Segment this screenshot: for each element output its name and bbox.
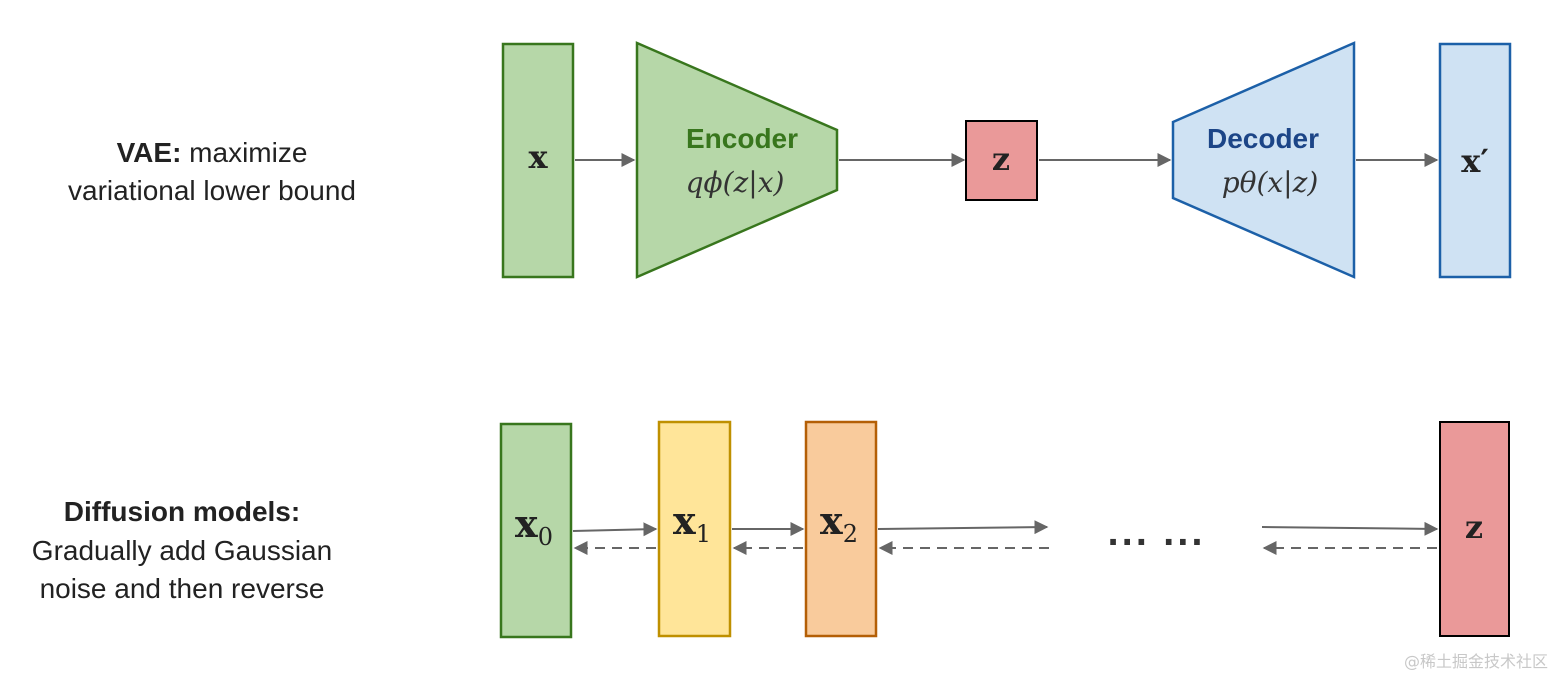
diffusion-x2-box bbox=[804, 420, 878, 638]
x1-sub: 1 bbox=[696, 520, 711, 548]
encoder-shape bbox=[635, 41, 839, 279]
diffusion-ellipsis: ... ... bbox=[1107, 515, 1205, 553]
x1-base: x bbox=[673, 498, 696, 543]
vae-label-line2: variational lower bound bbox=[68, 175, 356, 206]
vae-label-bold: VAE: bbox=[117, 137, 182, 168]
arrow-ellipsis-z bbox=[1261, 521, 1439, 536]
decoder-formula: pθ(x|z) bbox=[1222, 166, 1319, 199]
decoder-shape bbox=[1171, 41, 1356, 279]
watermark: @稀土掘金技术社区 bbox=[1403, 652, 1548, 671]
vae-input-box bbox=[501, 42, 575, 279]
x2-base: x bbox=[820, 498, 843, 543]
x0-sub: 0 bbox=[538, 523, 553, 551]
encoder-formula: qϕ(z|x) bbox=[686, 166, 785, 199]
vae-output-box bbox=[1438, 42, 1512, 279]
diffusion-x1-box bbox=[657, 420, 732, 638]
decoder-title: Decoder bbox=[1207, 123, 1319, 154]
diffusion-x1-label: x1 bbox=[673, 498, 711, 548]
vae-label-rest: maximize bbox=[181, 137, 307, 168]
diffusion-label-line2: Gradually add Gaussian bbox=[32, 535, 332, 566]
diffusion-latent-box bbox=[1439, 421, 1510, 637]
vae-input-label: x bbox=[528, 138, 548, 176]
diffusion-label-bold: Diffusion models: bbox=[64, 496, 300, 527]
vae-latent-label: z bbox=[992, 140, 1010, 178]
arrow-x0-x1 bbox=[572, 522, 658, 537]
x0-base: x bbox=[515, 501, 538, 546]
diffusion-label-line3: noise and then reverse bbox=[40, 573, 325, 604]
diffusion-x0-box bbox=[499, 422, 573, 639]
vae-latent-box bbox=[965, 120, 1038, 201]
vae-label: VAE: maximize bbox=[117, 137, 308, 168]
vae-output-label: x′ bbox=[1461, 142, 1489, 180]
diffusion-x0-label: x0 bbox=[515, 501, 553, 551]
diffusion-latent-label: z bbox=[1465, 508, 1483, 546]
diffusion-x2-label: x2 bbox=[820, 498, 858, 548]
encoder-title: Encoder bbox=[686, 123, 798, 154]
x2-sub: 2 bbox=[843, 520, 858, 548]
arrow-x2-forward bbox=[877, 520, 1049, 535]
